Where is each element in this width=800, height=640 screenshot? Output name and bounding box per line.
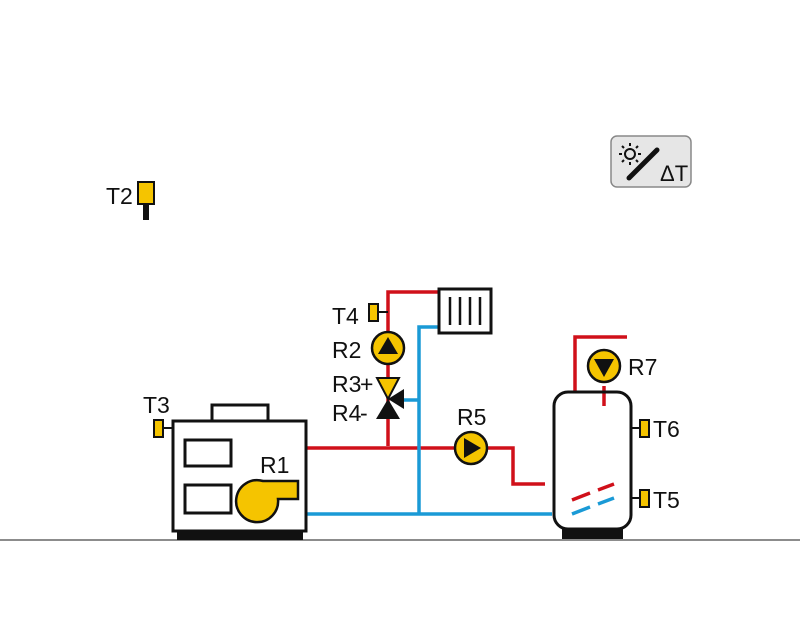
- pump-r5-arrow-icon: [464, 438, 481, 458]
- output-r7-label: R7: [628, 354, 657, 380]
- tank-body: [552, 390, 633, 531]
- boiler-base: [177, 531, 303, 540]
- sensor-t2[interactable]: T2: [106, 181, 155, 220]
- sensor-t4[interactable]: T4: [332, 303, 388, 329]
- mixer-side-triangle: [388, 389, 404, 409]
- output-r4-sign: -: [360, 400, 368, 426]
- delta-t-label: ΔT: [660, 161, 688, 186]
- sensor-t2-mount: [143, 204, 149, 220]
- sensor-t3[interactable]: T3: [143, 392, 173, 438]
- sensor-t3-body: [153, 419, 164, 438]
- pump-r7-arrow-icon: [594, 359, 614, 377]
- tank-base: [562, 529, 623, 539]
- output-r2-label: R2: [332, 337, 361, 363]
- sensor-t3-label: T3: [143, 392, 170, 418]
- output-r5-pump[interactable]: R5: [453, 404, 489, 466]
- sensor-t6-body: [639, 419, 650, 438]
- sensor-t5-body: [639, 489, 650, 508]
- mixer-bottom-triangle: [376, 399, 400, 419]
- radiator-body: [437, 287, 493, 335]
- boiler-door-bottom: [183, 483, 233, 515]
- output-r4-label: R4: [332, 400, 362, 426]
- sensor-t4-label: T4: [332, 303, 359, 329]
- sensor-t2-body: [137, 181, 155, 205]
- fan-icon: [234, 478, 300, 524]
- sensor-t2-label: T2: [106, 183, 133, 209]
- output-r3-sign: +: [360, 371, 373, 397]
- pump-r2-arrow-icon: [378, 337, 398, 354]
- mixing-valve-r3-r4[interactable]: R3 + R4 -: [332, 371, 404, 426]
- cold-coil-inside-tank: [571, 496, 615, 516]
- sensor-t5-label: T5: [653, 487, 680, 513]
- radiator-fins: [448, 297, 482, 325]
- sensor-t6[interactable]: T6: [631, 416, 680, 442]
- output-r3-label: R3: [332, 371, 361, 397]
- output-r1-fan[interactable]: R1: [234, 452, 300, 524]
- collector-icon: [626, 147, 660, 181]
- output-r5-label: R5: [457, 404, 486, 430]
- cold-pipe-radiator-return: [417, 325, 438, 514]
- sensor-t6-label: T6: [653, 416, 680, 442]
- sensor-t4-body: [368, 303, 379, 322]
- cold-pipes: [306, 325, 615, 516]
- hot-pipe-tank-outlet: [573, 335, 627, 392]
- radiator[interactable]: [437, 287, 493, 335]
- solar-delta-t-badge[interactable]: ΔT: [610, 135, 692, 188]
- output-r1-label: R1: [260, 452, 289, 478]
- boiler-door-top: [183, 438, 233, 468]
- storage-tank[interactable]: [552, 390, 633, 539]
- output-r2-pump[interactable]: R2: [332, 330, 406, 366]
- output-r7-pump[interactable]: R7: [586, 348, 657, 384]
- hot-coil-inside-tank: [571, 482, 615, 502]
- boiler-top-flue: [210, 403, 270, 424]
- mixer-top-triangle: [375, 377, 401, 402]
- hot-pipe-to-tank-coil: [388, 446, 545, 486]
- sensor-t5[interactable]: T5: [631, 487, 680, 513]
- hot-pipe-mixer-to-radiator: [386, 290, 440, 446]
- sun-icon: [619, 143, 641, 165]
